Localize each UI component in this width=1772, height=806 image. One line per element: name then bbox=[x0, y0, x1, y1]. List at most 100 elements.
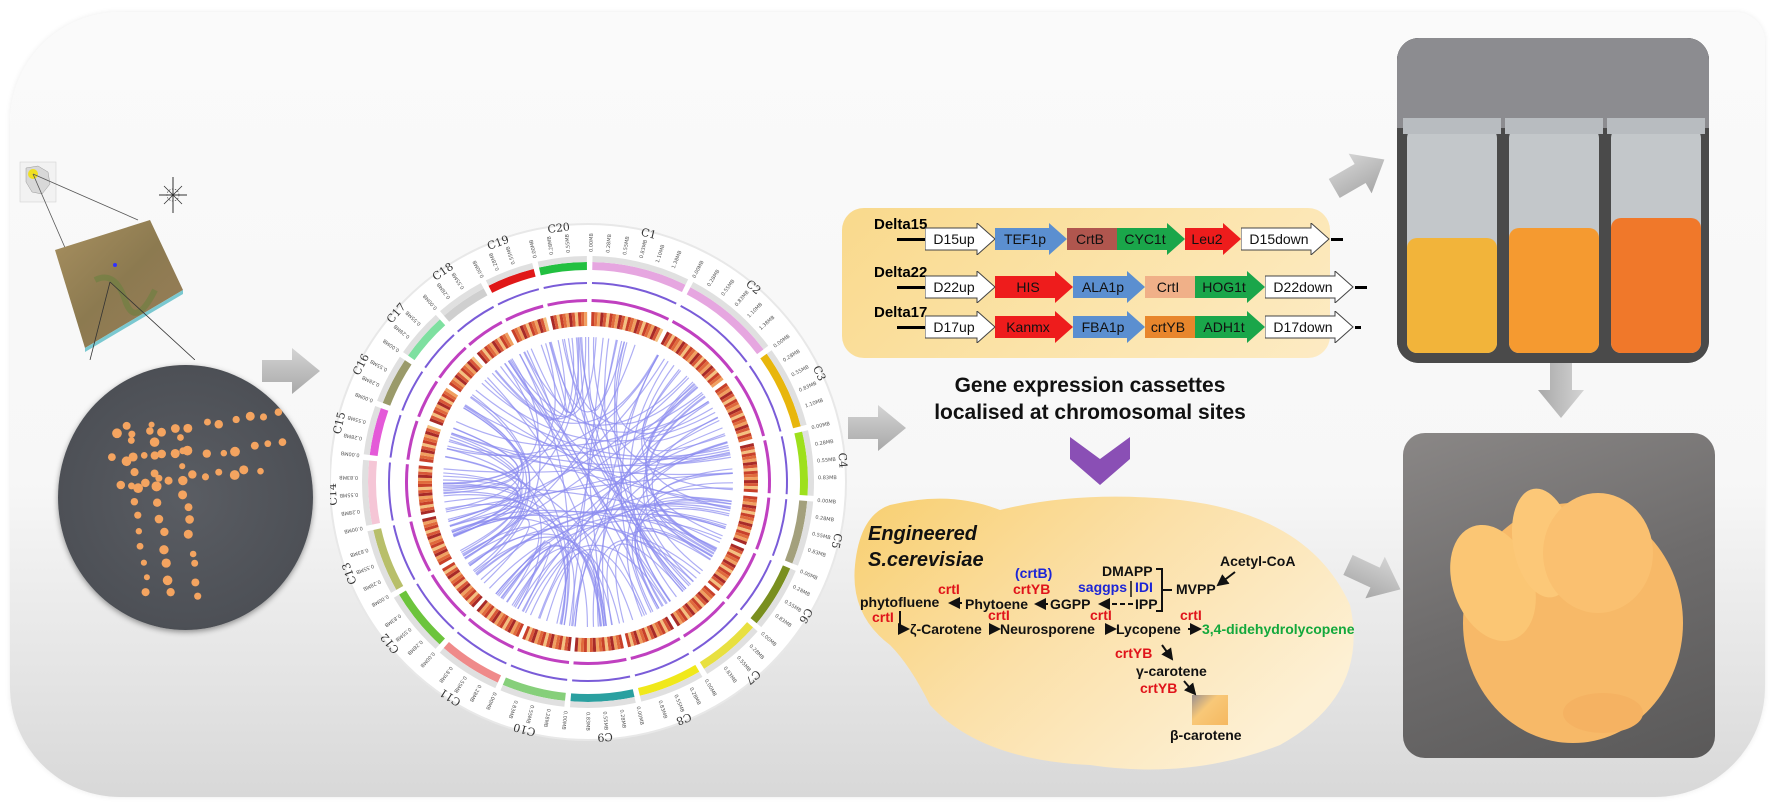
gene-density-cell bbox=[729, 409, 744, 419]
gene-density-cell bbox=[565, 313, 571, 328]
gene-density-cell bbox=[742, 461, 758, 466]
chromosome-line bbox=[897, 238, 925, 241]
gene-part-label: ALA1p bbox=[1082, 279, 1124, 295]
gene-density-cell bbox=[675, 341, 686, 355]
gene-density-cell bbox=[615, 635, 621, 650]
colony bbox=[157, 449, 166, 459]
gene-density-cell bbox=[452, 576, 466, 587]
gc-skew-track bbox=[389, 414, 402, 458]
chromosome-scale bbox=[756, 568, 796, 628]
tick-label: 0.28MB bbox=[546, 235, 555, 255]
gc-content-track bbox=[409, 521, 432, 572]
synteny-link bbox=[488, 513, 726, 589]
tick-label: 0.28MB bbox=[815, 515, 835, 524]
gene-density-cell bbox=[444, 387, 459, 398]
gc-content-track bbox=[468, 320, 503, 346]
gene-density-cell bbox=[527, 627, 536, 643]
synteny-link bbox=[445, 472, 733, 513]
chromosome-c15 bbox=[369, 408, 389, 456]
gene-density-cell bbox=[539, 631, 547, 646]
gene-density-cell bbox=[525, 626, 533, 642]
enzyme-idi: IDI bbox=[1135, 579, 1153, 595]
gene-density-cell bbox=[660, 331, 670, 346]
gc-skew-track bbox=[456, 631, 507, 665]
colony bbox=[141, 478, 150, 488]
gc-content-track bbox=[430, 574, 467, 618]
colony bbox=[230, 446, 240, 457]
synteny-link bbox=[464, 405, 730, 461]
gene-density-cell bbox=[462, 365, 475, 377]
synteny-link bbox=[510, 359, 688, 426]
node-phytofluene: phytofluene bbox=[860, 594, 940, 610]
gc-content-track bbox=[573, 657, 627, 665]
gene-density-cell bbox=[684, 348, 696, 362]
gene-density-cell bbox=[501, 616, 512, 631]
gc-skew-track bbox=[572, 675, 631, 682]
gene-density-cell bbox=[670, 337, 681, 352]
gene-density-cell bbox=[522, 625, 531, 640]
gene-part-label: Kanmx bbox=[1006, 319, 1050, 335]
gc-content-track bbox=[438, 346, 467, 379]
gene-density-cell bbox=[741, 506, 756, 513]
gene-density-cell bbox=[481, 347, 493, 361]
chromosome-scale bbox=[362, 459, 373, 526]
gene-density-cell bbox=[705, 369, 718, 382]
chromosome-scale bbox=[792, 501, 814, 566]
gene-density-cell bbox=[536, 630, 544, 646]
gc-content-track bbox=[671, 320, 734, 374]
gene-density-cell bbox=[661, 617, 672, 632]
gene-density-cell bbox=[580, 312, 585, 327]
gene-density-cell bbox=[740, 512, 755, 519]
chromosome-scale bbox=[440, 283, 484, 316]
gene-density-cell bbox=[479, 349, 491, 363]
gc-skew-track bbox=[401, 371, 424, 411]
gene-density-cell bbox=[651, 623, 661, 638]
gene-density-cell bbox=[707, 372, 720, 384]
gene-density-cell bbox=[733, 534, 749, 543]
gene-density-cell bbox=[445, 566, 459, 577]
gene-density-cell bbox=[422, 439, 437, 446]
gene-density-cell bbox=[741, 452, 756, 458]
gene-density-cell bbox=[732, 537, 748, 545]
cassette-caption: Gene expression cassettes localised at c… bbox=[880, 372, 1300, 426]
gene-part-crtb: CrtB bbox=[1067, 228, 1117, 250]
gene-density-cell bbox=[424, 430, 440, 438]
gene-density-cell bbox=[726, 404, 741, 414]
tick-label: 0.55MB bbox=[811, 531, 831, 541]
gene-part-leu2: Leu2 bbox=[1185, 223, 1241, 255]
chromosome-c3 bbox=[760, 353, 801, 429]
cassette-label: Delta15 bbox=[874, 216, 928, 233]
synteny-link bbox=[475, 389, 729, 458]
synteny-link bbox=[480, 433, 725, 581]
gene-density-cell bbox=[419, 500, 434, 506]
node-beta-carotene: β-carotene bbox=[1170, 727, 1242, 743]
gene-density-cell bbox=[512, 621, 522, 636]
chromosome-label: C1 bbox=[640, 226, 658, 242]
gene-density-cell bbox=[656, 620, 666, 635]
tick-label: 0.00MB bbox=[817, 498, 837, 506]
gene-density-cell bbox=[418, 480, 433, 484]
colony bbox=[157, 427, 166, 437]
pathway-title-line1: Engineered bbox=[868, 523, 977, 545]
synteny-link bbox=[517, 502, 731, 610]
gene-density-cell bbox=[611, 313, 617, 329]
gene-density-cell bbox=[708, 374, 722, 386]
tick-label: 0.00MB bbox=[343, 525, 363, 535]
synteny-link bbox=[462, 386, 698, 556]
gene-density-cell bbox=[421, 445, 436, 452]
synteny-link bbox=[452, 510, 718, 549]
gene-density-cell bbox=[663, 333, 673, 347]
gene-density-cell bbox=[659, 619, 669, 634]
gene-density-cell bbox=[649, 325, 658, 340]
tick-label: 0.83MB bbox=[339, 474, 359, 480]
gene-density-cell bbox=[716, 568, 730, 579]
enzyme-crti: crtI bbox=[938, 581, 960, 597]
node-didehydrolycopene: 3,4-didehydrolycopene bbox=[1202, 621, 1355, 637]
colony bbox=[274, 408, 283, 416]
synteny-link bbox=[468, 524, 701, 575]
tick-label: 0.00MB bbox=[589, 233, 595, 253]
gene-density-cell bbox=[743, 480, 758, 484]
gene-density-cell bbox=[731, 415, 746, 424]
synteny-link bbox=[446, 354, 659, 456]
tick-label: 0.00MB bbox=[560, 711, 568, 731]
